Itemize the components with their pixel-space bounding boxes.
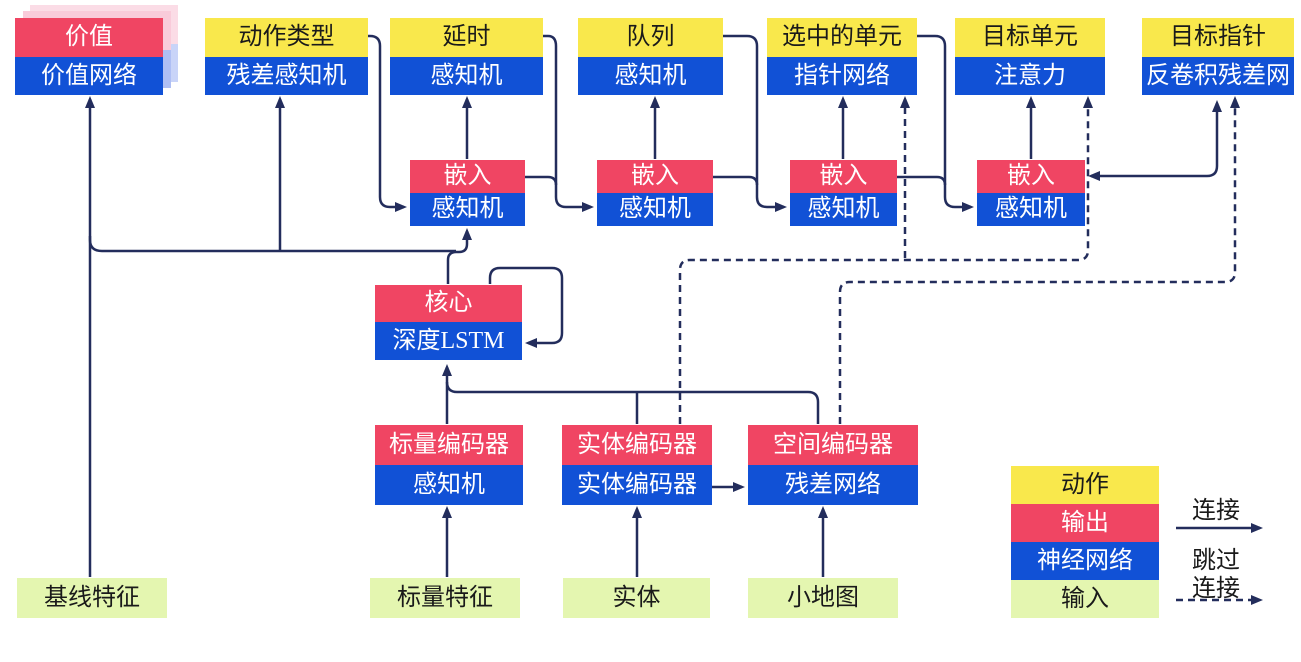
selected-units-network: 指针网络 bbox=[767, 57, 917, 95]
edge-core-self-loop bbox=[488, 266, 564, 348]
embed2-label: 嵌入 bbox=[597, 160, 713, 193]
scalar-encoder-network: 感知机 bbox=[375, 465, 523, 505]
core-network: 深度LSTM bbox=[375, 322, 522, 360]
edge-spatial-merge-to-core bbox=[445, 381, 820, 424]
legend-output: 输出 bbox=[1011, 504, 1159, 542]
legend-action: 动作 bbox=[1011, 466, 1159, 504]
edge-actiontype-to-embed1 bbox=[368, 34, 407, 212]
core-label: 核心 bbox=[375, 285, 522, 322]
node-embed3: 嵌入 感知机 bbox=[790, 160, 897, 226]
value-network: 价值网络 bbox=[15, 57, 163, 95]
delay-label: 延时 bbox=[390, 18, 543, 57]
action-type-network: 残差感知机 bbox=[205, 57, 368, 95]
node-embed4: 嵌入 感知机 bbox=[977, 160, 1085, 226]
spatial-encoder-network: 残差网络 bbox=[748, 465, 918, 505]
value-label: 价值 bbox=[15, 18, 163, 57]
edge-queue-to-embed3 bbox=[723, 34, 787, 212]
node-value: 价值 价值网络 bbox=[15, 5, 178, 95]
target-unit-label: 目标单元 bbox=[955, 18, 1105, 57]
spatial-encoder-label: 空间编码器 bbox=[748, 425, 918, 465]
node-queue: 队列 感知机 bbox=[578, 18, 723, 95]
entity-encoder-network: 实体编码器 bbox=[562, 465, 712, 505]
legend-dashed-label-2: 连接 bbox=[1192, 576, 1240, 602]
embed2-network: 感知机 bbox=[597, 193, 713, 226]
queue-label: 队列 bbox=[578, 18, 723, 57]
edge-delay-to-embed2 bbox=[543, 34, 594, 212]
embed1-network: 感知机 bbox=[410, 193, 525, 226]
legend-network: 神经网络 bbox=[1011, 542, 1159, 580]
entity-encoder-label: 实体编码器 bbox=[562, 425, 712, 465]
node-scalar-encoder: 标量编码器 感知机 bbox=[375, 425, 523, 505]
edge-embed4-targetpoint bbox=[1088, 100, 1222, 181]
node-target-point: 目标指针 反卷积残差网 bbox=[1142, 18, 1294, 95]
target-point-label: 目标指针 bbox=[1142, 18, 1294, 57]
skip-spatial-to-targetpoint bbox=[838, 96, 1240, 424]
node-embed2: 嵌入 感知机 bbox=[597, 160, 713, 226]
node-delay: 延时 感知机 bbox=[390, 18, 543, 95]
node-selected-units: 选中的单元 指针网络 bbox=[767, 18, 917, 95]
embed4-label: 嵌入 bbox=[977, 160, 1085, 193]
selected-units-label: 选中的单元 bbox=[767, 18, 917, 57]
target-point-network: 反卷积残差网 bbox=[1142, 57, 1294, 95]
queue-network: 感知机 bbox=[578, 57, 723, 95]
legend-swatches: 动作 输出 神经网络 输入 bbox=[1011, 466, 1159, 618]
edge-core-to-value-branch bbox=[88, 236, 456, 253]
skip-entity-to-targetunit bbox=[678, 96, 1093, 424]
embed3-network: 感知机 bbox=[790, 193, 897, 226]
action-type-label: 动作类型 bbox=[205, 18, 368, 57]
embed1-label: 嵌入 bbox=[410, 160, 525, 193]
node-entities: 实体 bbox=[563, 578, 710, 618]
node-core: 核心 深度LSTM bbox=[375, 285, 522, 360]
edge-embed3-out-join bbox=[897, 175, 947, 186]
node-target-unit: 目标单元 注意力 bbox=[955, 18, 1105, 95]
edge-embed1-out-join bbox=[525, 175, 558, 186]
node-action-type: 动作类型 残差感知机 bbox=[205, 18, 368, 95]
node-entity-encoder: 实体编码器 实体编码器 bbox=[562, 425, 712, 505]
edge-core-to-embed1 bbox=[446, 228, 472, 284]
edge-selectedunits-to-embed4 bbox=[917, 34, 974, 212]
legend-solid-label: 连接 bbox=[1192, 498, 1240, 524]
node-spatial-encoder: 空间编码器 残差网络 bbox=[748, 425, 918, 505]
embed3-label: 嵌入 bbox=[790, 160, 897, 193]
scalar-encoder-label: 标量编码器 bbox=[375, 425, 523, 465]
target-unit-network: 注意力 bbox=[955, 57, 1105, 95]
node-embed1: 嵌入 感知机 bbox=[410, 160, 525, 226]
legend-input: 输入 bbox=[1011, 580, 1159, 618]
node-scalar-features: 标量特征 bbox=[370, 578, 520, 618]
edge-embed2-out-join bbox=[713, 175, 759, 186]
embed4-network: 感知机 bbox=[977, 193, 1085, 226]
node-baseline-features: 基线特征 bbox=[17, 578, 167, 618]
delay-network: 感知机 bbox=[390, 57, 543, 95]
node-minimap: 小地图 bbox=[748, 578, 898, 618]
legend-dashed-label-1: 跳过 bbox=[1192, 548, 1240, 574]
